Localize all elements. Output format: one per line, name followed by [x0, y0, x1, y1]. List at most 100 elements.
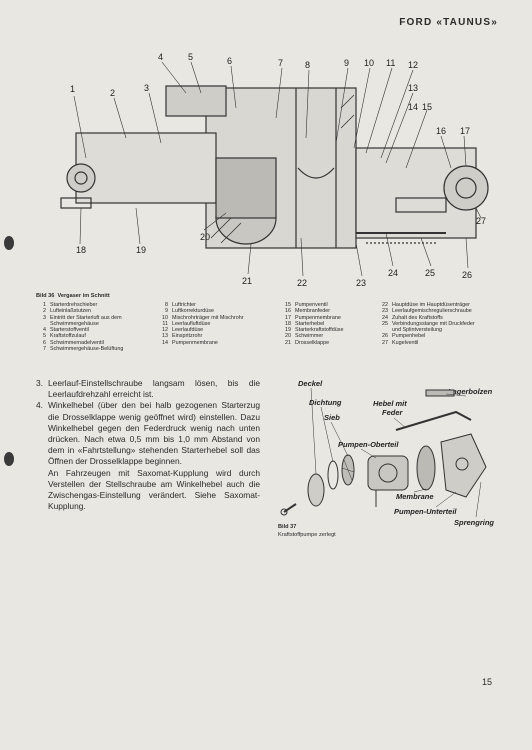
- legend-text: Starterstoffventil: [50, 327, 89, 334]
- punch-hole: [4, 452, 14, 466]
- legend-row: 19 Starterkraftstoffdüse: [281, 327, 343, 333]
- legend-row: Schwimmergehäuse: [36, 321, 123, 327]
- callout-10: 10: [364, 58, 374, 68]
- item-number: 3.: [36, 378, 43, 388]
- running-header: FORD «TAUNUS»: [399, 17, 498, 28]
- callout-13: 13: [408, 83, 418, 93]
- saxomat-note: An Fahrzeugen mit Saxomat-Kupplung wird …: [48, 467, 260, 512]
- legend-number: 12: [162, 327, 168, 334]
- legend-text: Zuhalt des Kraftstoffs: [392, 314, 443, 321]
- legend-text: Leerlaufdüse: [172, 327, 204, 334]
- legend-number: 25: [382, 320, 388, 327]
- callout-20: 20: [200, 232, 210, 242]
- instruction-item-4: 4. Winkelhebel (über den bei halb gezoge…: [36, 400, 260, 467]
- legend-number: 10: [162, 314, 168, 321]
- legend-text: Pumpenhebel: [392, 333, 426, 340]
- instruction-text: 3. Leerlauf-Einstellschraube langsam lös…: [36, 378, 260, 512]
- callout-9: 9: [344, 58, 349, 68]
- legend-text: und Splintversteilung: [392, 327, 443, 334]
- legend-text: Starterkraftstoffdüse: [295, 327, 344, 334]
- legend-number: 17: [285, 314, 291, 321]
- callout-22: 22: [297, 278, 307, 288]
- label-pumpen-unterteil: Pumpen-Unterteil: [394, 507, 457, 516]
- legend-row: 23 Leerlaufgemischregulierschraube: [378, 308, 475, 314]
- figure-37-label: Bild 37: [278, 524, 297, 530]
- item-number: 4.: [36, 400, 43, 411]
- legend-text: Hauptdüse im Hauptdüsenträger: [392, 302, 470, 308]
- legend-text: Pumpenmembrane: [172, 339, 218, 346]
- page-number: 15: [481, 677, 492, 687]
- callout-27: 27: [476, 216, 486, 226]
- label-deckel: Deckel: [298, 379, 323, 388]
- legend-row: 24 Zuhalt des Kraftstoffs: [378, 315, 475, 321]
- legend-number: 19: [285, 327, 291, 334]
- legend-number: 21: [285, 339, 291, 346]
- callout-26: 26: [462, 270, 472, 280]
- legend-text: Drosselklappe: [295, 339, 330, 346]
- callout-24: 24: [388, 268, 398, 278]
- legend-text: Luftkorrekturdüse: [172, 308, 214, 315]
- legend-number: 22: [382, 302, 388, 308]
- label-sprengring: Sprengring: [454, 518, 494, 527]
- legend-number: 27: [382, 339, 388, 346]
- callout-5: 5: [188, 52, 193, 62]
- item-text: Winkelhebel (über den bei halb gezogenen…: [48, 400, 260, 467]
- callout-7: 7: [278, 58, 283, 68]
- legend-text: Eintritt der Starterluft aus dem: [50, 314, 122, 321]
- callout-8: 8: [305, 60, 310, 70]
- carburettor-section-figure: 1 2 3 4 5 6 7 8 9 10 11 12 13 14 15 16 1…: [60, 52, 489, 288]
- legend-column-4: 22 Hauptdüse im Hauptdüsenträger 23 Leerla…: [378, 302, 475, 346]
- legend-number: 20: [285, 333, 291, 340]
- instruction-item-3: 3. Leerlauf-Einstellschraube langsam lös…: [36, 378, 260, 400]
- label-lagerbolzen: Lagerbolzen: [448, 387, 493, 396]
- legend-row: 10 Mischrohrträger mit Mischrohr: [158, 315, 244, 321]
- legend-number: 23: [382, 308, 388, 315]
- legend-number: 24: [382, 314, 388, 321]
- legend-text: Schwimmer: [295, 333, 324, 340]
- legend-text: Starterhebel: [295, 320, 325, 327]
- legend-text: Membranfeder: [295, 308, 331, 315]
- figure-36-title: Vergaser im Schnitt: [57, 293, 110, 299]
- callout-25: 25: [425, 268, 435, 278]
- callout-1: 1: [70, 84, 75, 94]
- figure-37-caption: Bild 37 Kraftstoffpumpe zerlegt: [278, 523, 336, 539]
- label-pumpen-oberteil: Pumpen-Oberteil: [338, 440, 399, 449]
- legend-row: 25 Verbindungsstange mit Druckfeder: [378, 321, 475, 327]
- legend-number: 7: [43, 346, 46, 353]
- legend-number: 3: [43, 314, 46, 321]
- legend-text: Verbindungsstange mit Druckfeder: [392, 320, 475, 327]
- legend-text: Leerlaufgemischregulierschraube: [392, 308, 472, 315]
- punch-hole: [4, 236, 14, 250]
- legend-number: 6: [43, 339, 46, 346]
- label-sieb: Sieb: [324, 413, 340, 422]
- legend-text: Lufteinlaßstutzen: [50, 308, 92, 315]
- figure-36-label: Bild 36: [36, 293, 55, 299]
- callout-4: 4: [158, 52, 163, 62]
- legend-number: 18: [285, 320, 291, 327]
- legend-text: Luftrichter: [172, 302, 196, 308]
- legend-text: Leerlaufluftdüse: [172, 320, 211, 327]
- legend-text: Mischrohrträger mit Mischrohr: [172, 314, 244, 321]
- callout-18: 18: [76, 245, 86, 255]
- callout-6: 6: [227, 56, 232, 66]
- label-hebel-mit: Hebel mit: [373, 399, 407, 408]
- callout-23: 23: [356, 278, 366, 288]
- legend-number: 13: [162, 333, 168, 340]
- legend-number: 26: [382, 333, 388, 340]
- callout-16: 16: [436, 126, 446, 136]
- legend-row: 12 Leerlaufdüse: [158, 327, 244, 333]
- label-feder: Feder: [382, 408, 404, 417]
- legend-number: 14: [162, 339, 168, 346]
